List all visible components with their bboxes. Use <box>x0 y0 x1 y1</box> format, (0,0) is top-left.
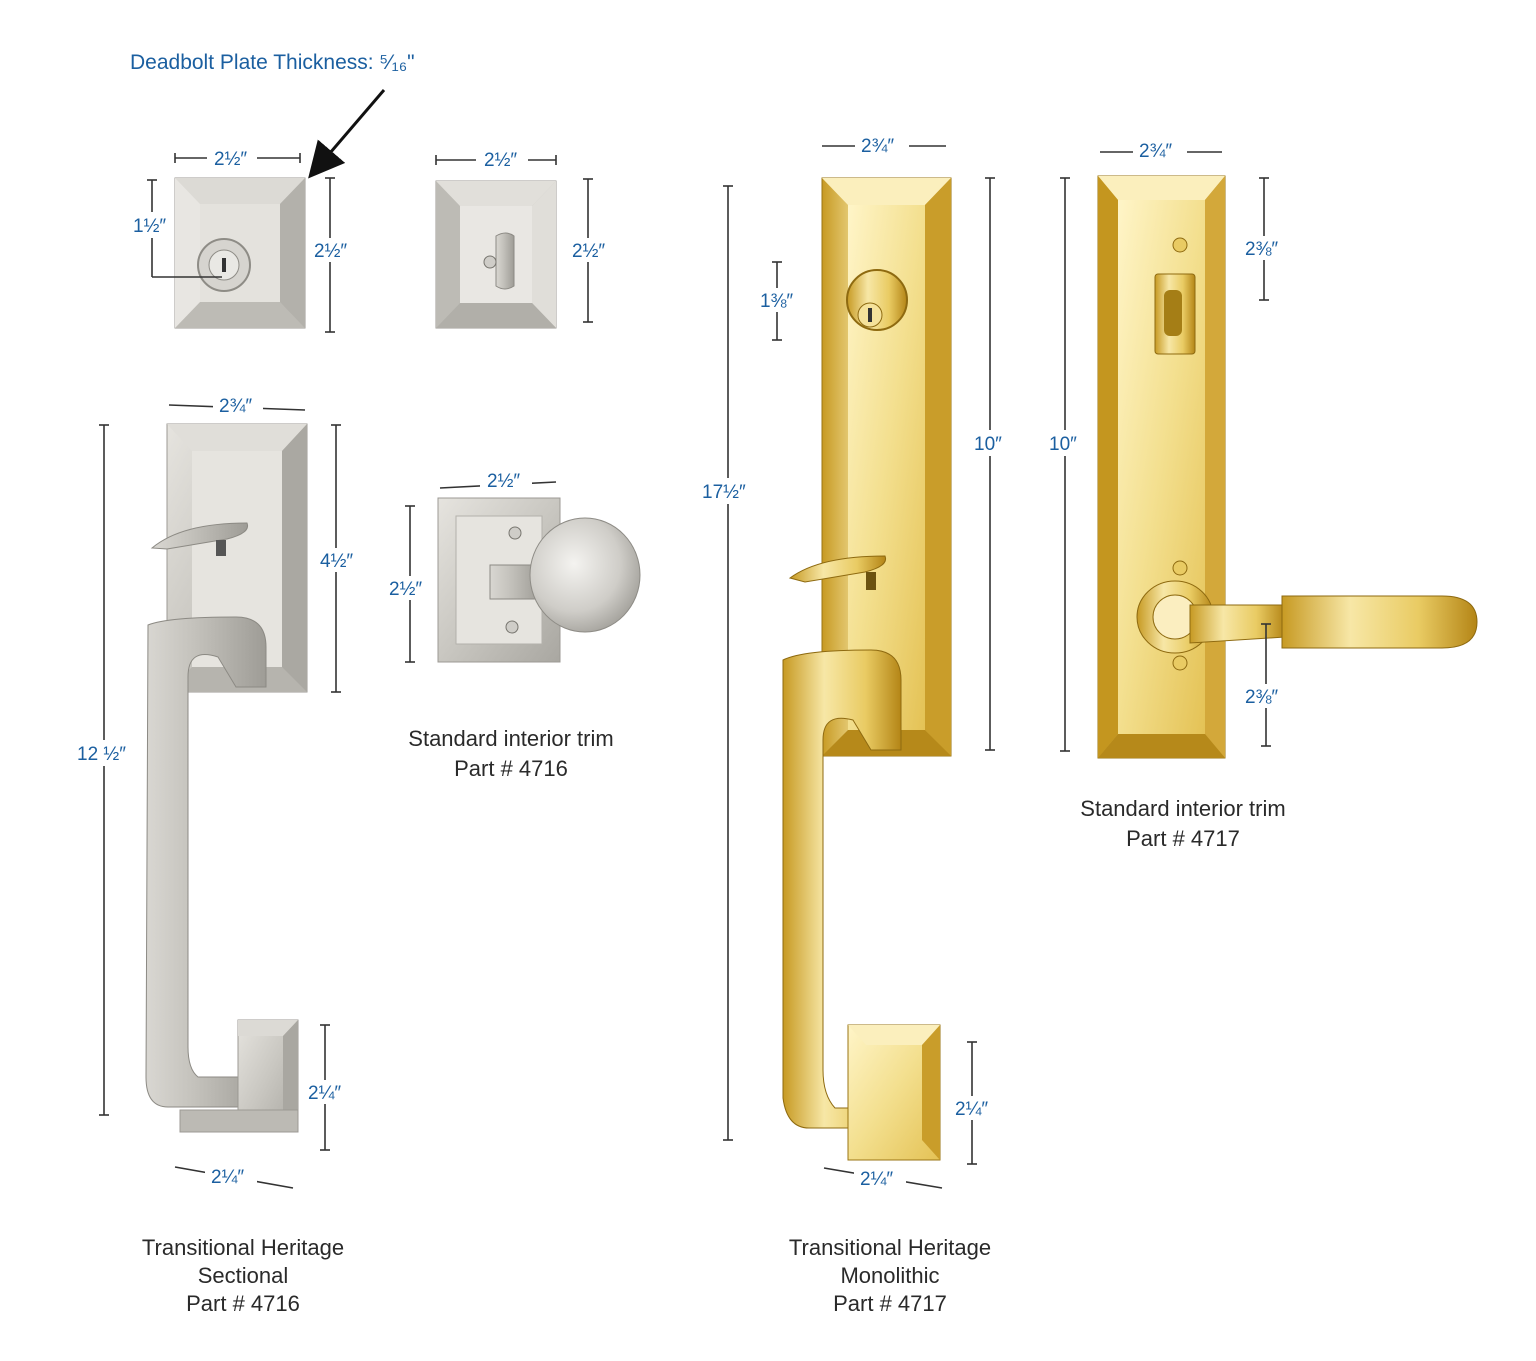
deadbolt-exterior-plate <box>174 177 306 329</box>
dim-d2: 1½″ <box>133 216 166 237</box>
caption-c3-line3: Part # 4716 <box>186 1291 300 1316</box>
caption-c4-line1: Transitional Heritage <box>789 1235 991 1260</box>
monolithic-handleset <box>782 177 952 1161</box>
lever-interior-trim <box>1097 175 1478 759</box>
dim-mask <box>480 468 532 492</box>
dim-d4: 2½″ <box>484 150 517 171</box>
dim-d10: 2¼″ <box>211 1167 244 1188</box>
dim-mask <box>130 212 170 238</box>
dim-d21: 10″ <box>1049 434 1077 455</box>
dim-mask <box>700 478 758 504</box>
dim-mask <box>476 147 528 171</box>
callout-arrow <box>308 89 386 179</box>
dim-d7: 4½″ <box>320 551 353 572</box>
caption-c1-line1: Standard interior trim <box>408 726 613 751</box>
dim-d5: 2½″ <box>572 241 605 262</box>
dim-mask <box>306 1080 350 1104</box>
dim-mask <box>757 288 801 312</box>
dim-mask <box>570 238 610 262</box>
caption-c3-line2: Sectional <box>198 1263 289 1288</box>
dim-mask <box>386 576 430 600</box>
dim-d14: 1⅜″ <box>760 291 793 312</box>
dim-d12: 2½″ <box>389 579 422 600</box>
dim-d19: 2¾″ <box>1139 141 1172 162</box>
dim-d3: 2½″ <box>314 241 347 262</box>
dim-mask <box>312 238 352 262</box>
dim-d13: 2¾″ <box>861 136 894 157</box>
knob-interior-trim <box>437 497 641 663</box>
deadbolt-plate-thickness-label: Deadbolt Plate Thickness: ⁵⁄₁₆" <box>130 51 415 74</box>
dim-mask <box>213 392 263 416</box>
caption-c2-line2: Part # 4717 <box>1126 826 1240 851</box>
dim-d11: 2½″ <box>487 471 520 492</box>
dim-mask <box>1047 430 1085 456</box>
dim-mask <box>1243 236 1287 260</box>
dim-mask <box>205 1163 257 1187</box>
dim-d22: 2⅜″ <box>1245 687 1278 708</box>
caption-c4-line2: Monolithic <box>840 1263 939 1288</box>
dim-d18: 2¼″ <box>860 1169 893 1190</box>
dim-mask <box>318 548 360 572</box>
caption-c4-line3: Part # 4717 <box>833 1291 947 1316</box>
sectional-handleset <box>145 423 308 1133</box>
dim-mask <box>74 740 134 766</box>
dim-mask <box>855 133 909 157</box>
dim-d6: 2¾″ <box>219 396 252 417</box>
dim-d17: 2¼″ <box>955 1099 988 1120</box>
dim-d15: 17½″ <box>702 482 746 503</box>
caption-c2-line1: Standard interior trim <box>1080 796 1285 821</box>
dim-d16: 10″ <box>974 434 1002 455</box>
dim-mask <box>1243 684 1287 708</box>
dim-mask <box>972 430 1010 456</box>
thumbturn-plate <box>435 180 557 329</box>
dim-mask <box>1133 138 1187 162</box>
caption-c3-line1: Transitional Heritage <box>142 1235 344 1260</box>
dim-d1: 2½″ <box>214 149 247 170</box>
dim-d8: 12 ½″ <box>77 744 126 765</box>
dim-mask <box>854 1166 906 1190</box>
caption-c1-line2: Part # 4716 <box>454 756 568 781</box>
dim-d9: 2¼″ <box>308 1083 341 1104</box>
dim-mask <box>207 145 257 169</box>
dim-mask <box>953 1096 997 1120</box>
dim-d20: 2⅜″ <box>1245 239 1278 260</box>
